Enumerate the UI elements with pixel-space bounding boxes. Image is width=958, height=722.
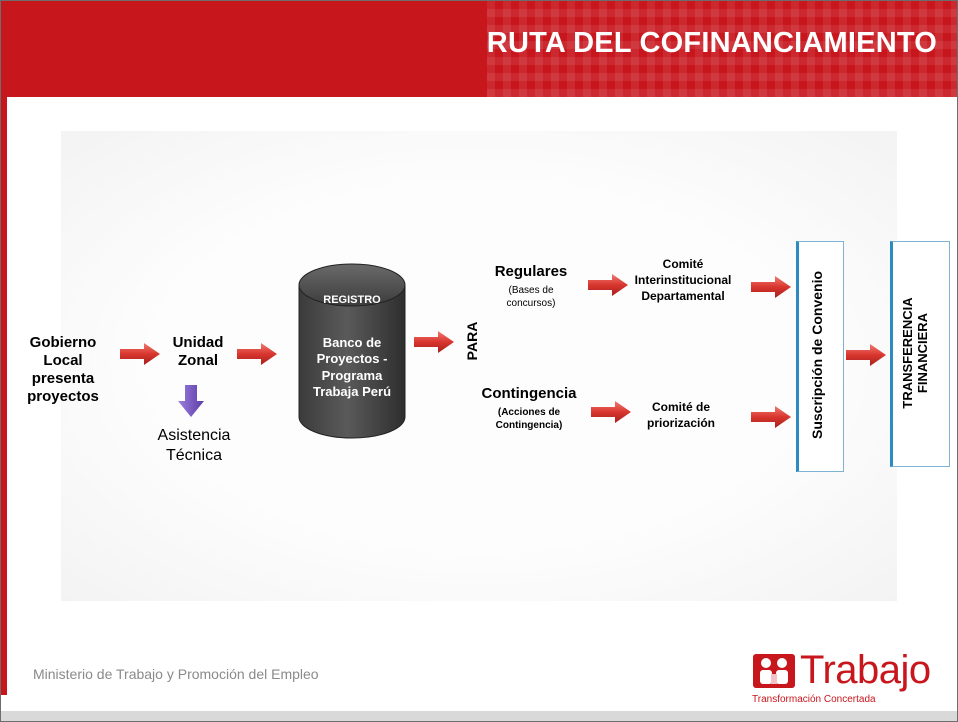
node-transferencia-financiera: TRANSFERENCIA FINANCIERA xyxy=(900,297,930,409)
node-unidad-zonal: Unidad Zonal xyxy=(172,334,224,369)
database-cylinder-icon xyxy=(298,263,406,439)
people-logo-icon xyxy=(753,654,795,688)
box-transferencia-financiera xyxy=(890,241,950,467)
logo-wordmark: Trabajo xyxy=(800,648,931,692)
arrow-right-icon xyxy=(414,331,454,353)
header-pattern xyxy=(487,1,957,97)
node-regulares-sub: (Bases de concursos) xyxy=(506,285,556,309)
page-title: RUTA DEL COFINANCIAMIENTO xyxy=(486,27,937,59)
node-asistencia-tecnica: Asistencia Técnica xyxy=(157,427,231,464)
node-contingencia-sub: (Acciones de Contingencia) xyxy=(495,407,563,431)
logo-tagline: Transformación Concertada xyxy=(752,694,876,705)
arrow-down-icon xyxy=(178,385,204,417)
arrow-right-icon xyxy=(751,276,791,298)
arrow-right-icon xyxy=(588,274,628,296)
arrow-right-icon xyxy=(591,401,631,423)
arrow-right-icon xyxy=(751,406,791,428)
node-comite-interinstitucional: Comité Interinstitucional Departamental xyxy=(634,257,732,304)
node-contingencia: Contingencia xyxy=(481,385,577,402)
arrow-right-icon xyxy=(120,343,160,365)
node-gobierno-local: Gobierno Local presenta proyectos xyxy=(27,334,99,405)
bottom-bar xyxy=(1,711,957,721)
footer-ministry-text: Ministerio de Trabajo y Promoción del Em… xyxy=(33,666,319,682)
node-suscripcion-convenio: Suscripción de Convenio xyxy=(809,270,825,440)
node-regulares: Regulares xyxy=(494,263,568,280)
left-accent-stripe xyxy=(1,97,7,695)
node-para: PARA xyxy=(464,321,480,361)
header-bar: RUTA DEL COFINANCIAMIENTO xyxy=(1,1,957,97)
arrow-right-icon xyxy=(237,343,277,365)
cylinder-label-registro: REGISTRO xyxy=(323,294,381,306)
diagram-background xyxy=(61,131,897,601)
box-suscripcion-convenio xyxy=(796,241,844,472)
node-comite-priorizacion: Comité de priorización xyxy=(646,400,715,431)
trabajo-logo: Trabajo Transformación Concertada xyxy=(745,642,945,712)
node-banco-proyectos: Banco de Proyectos - Programa Trabaja Pe… xyxy=(312,335,392,399)
arrow-right-icon xyxy=(846,344,886,366)
